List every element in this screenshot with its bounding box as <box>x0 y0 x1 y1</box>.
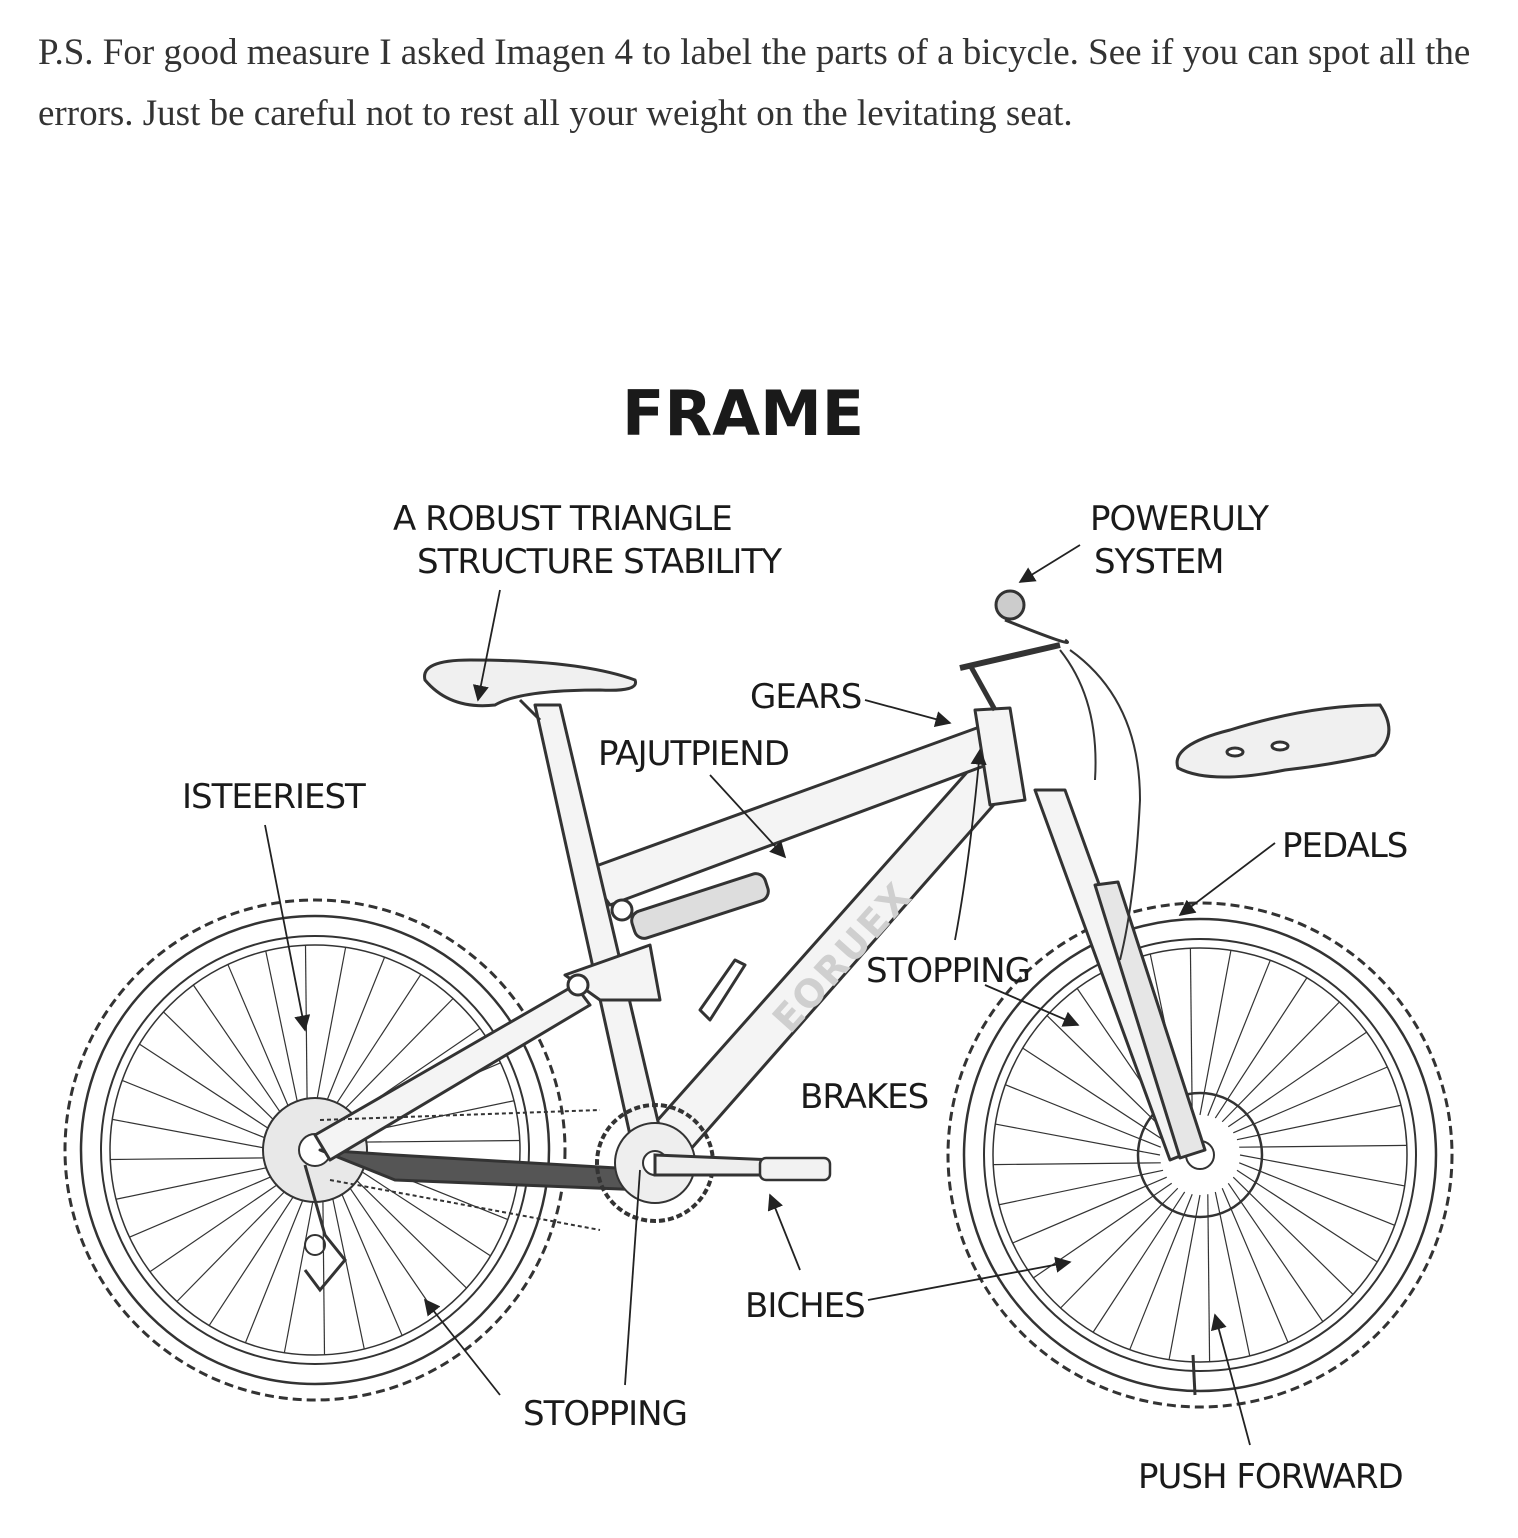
label-triangle-line1: A ROBUST TRIANGLE <box>393 499 732 539</box>
spoke <box>993 1162 1161 1166</box>
spoke <box>1239 1162 1395 1226</box>
label-powerfuly-line2: SYSTEM <box>1094 542 1224 582</box>
spoke <box>351 1164 491 1257</box>
spoke <box>1168 1194 1201 1360</box>
spoke <box>1022 1047 1164 1141</box>
spoke <box>149 1177 288 1273</box>
diagram-title: FRAME <box>622 377 864 450</box>
spoke <box>129 1171 282 1238</box>
spoke <box>329 1186 365 1350</box>
spoke <box>121 1079 276 1143</box>
spoke <box>1207 1194 1211 1362</box>
spoke <box>283 1189 316 1353</box>
spoke <box>354 1139 520 1143</box>
spoke <box>336 1183 403 1336</box>
saddle-left <box>423 658 638 722</box>
spoke <box>1221 1001 1340 1123</box>
spoke <box>163 1011 283 1129</box>
label-pedals: PEDALS <box>1282 826 1407 866</box>
spoke <box>322 1189 326 1355</box>
spoke <box>1033 1182 1173 1279</box>
spoke <box>1214 977 1308 1119</box>
spoke <box>1207 960 1271 1116</box>
label-stopping-bottom: STOPPING <box>523 1394 687 1434</box>
spoke <box>1005 1084 1161 1148</box>
spoke <box>1239 1144 1407 1148</box>
label-pajutpiend: PAJUTPIEND <box>598 734 789 774</box>
rear-wheel <box>63 898 567 1402</box>
spoke <box>1239 1154 1405 1187</box>
spoke <box>1189 948 1193 1116</box>
spoke <box>1227 1031 1367 1128</box>
spoke <box>998 1169 1164 1206</box>
spoke <box>1227 1182 1324 1322</box>
label-brakes: BRAKES <box>800 1077 928 1117</box>
drivetrain <box>303 1103 832 1293</box>
spoke <box>176 1182 294 1302</box>
leader-lines <box>264 544 1276 1446</box>
spoke <box>1060 1187 1179 1309</box>
spoke <box>1046 1015 1168 1134</box>
spoke <box>329 974 422 1114</box>
label-triangle-line2: STRUCTURE STABILITY <box>417 542 782 582</box>
spoke <box>1012 1176 1167 1244</box>
spoke <box>208 1186 301 1326</box>
spoke <box>227 964 294 1117</box>
spoke <box>139 1043 279 1136</box>
spoke <box>192 984 288 1123</box>
spoke <box>115 1164 279 1200</box>
intro-paragraph: P.S. For good measure I asked Imagen 4 t… <box>38 32 1471 134</box>
spoke <box>265 950 301 1114</box>
fork-and-handlebar <box>959 589 1207 1162</box>
spoke <box>995 1123 1161 1156</box>
label-gears: GEARS <box>750 677 861 717</box>
spoke <box>304 945 308 1111</box>
spoke <box>1236 1104 1402 1141</box>
spoke <box>322 956 386 1111</box>
bicycle-diagram: EORUEX FRAME A ROBUST TRIANGLE STRUCTURE… <box>0 300 1518 1538</box>
spoke <box>1092 1191 1186 1333</box>
spoke <box>1199 950 1232 1116</box>
label-powerfuly-line1: POWERULY <box>1090 499 1269 539</box>
spoke <box>110 1157 276 1161</box>
spoke <box>1214 1191 1251 1357</box>
spoke <box>314 947 347 1111</box>
spoke <box>112 1118 276 1151</box>
spoke <box>342 1177 438 1316</box>
spoke <box>336 998 454 1118</box>
spoke <box>347 1171 467 1289</box>
spoke <box>1221 1188 1289 1343</box>
spoke <box>1233 1066 1388 1134</box>
label-stopping-top: STOPPING <box>866 951 1030 991</box>
label-push-forward: PUSH FORWARD <box>1138 1457 1403 1497</box>
label-biches: BICHES <box>745 1286 865 1326</box>
spoke <box>1236 1169 1378 1263</box>
spoke <box>244 1189 308 1344</box>
bike-frame <box>313 703 1027 1192</box>
levitating-saddle <box>1175 703 1391 779</box>
label-isteeriest: ISTEERIEST <box>182 777 366 817</box>
spoke <box>1232 1176 1354 1295</box>
spoke <box>1129 1194 1193 1350</box>
